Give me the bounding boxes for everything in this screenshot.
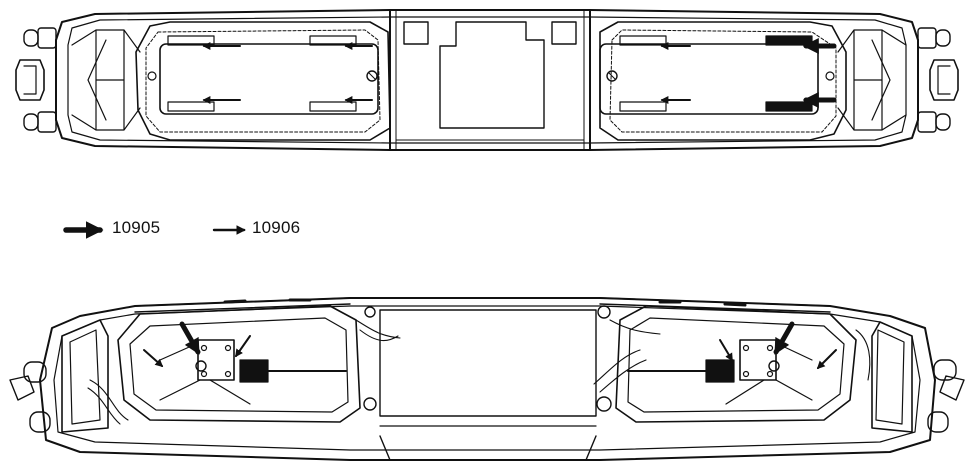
top-chassis-inner-outline — [67, 16, 907, 144]
thin-arrow-mark — [719, 339, 733, 362]
legend-label-10906: 10906 — [252, 218, 301, 237]
thin-arrow-mark — [143, 349, 164, 368]
top-chassis-view — [15, 9, 959, 151]
bottom-chassis-outline — [39, 297, 936, 461]
top-chassis-outline — [55, 9, 919, 151]
thin-arrow-mark — [235, 335, 251, 358]
top-view-arrows — [202, 37, 837, 109]
bottom-view-arrows — [143, 321, 837, 370]
top-left-bay — [135, 21, 391, 141]
thin-arrow-mark — [816, 349, 837, 370]
bottom-left-bay — [117, 305, 361, 423]
thick-arrow-mark — [773, 321, 795, 355]
top-right-bay — [599, 21, 847, 141]
thick-arrow-mark — [179, 321, 201, 355]
bottom-right-bay — [615, 305, 857, 423]
bottom-chassis-view — [9, 297, 965, 461]
legend-label-10905: 10905 — [112, 218, 161, 237]
